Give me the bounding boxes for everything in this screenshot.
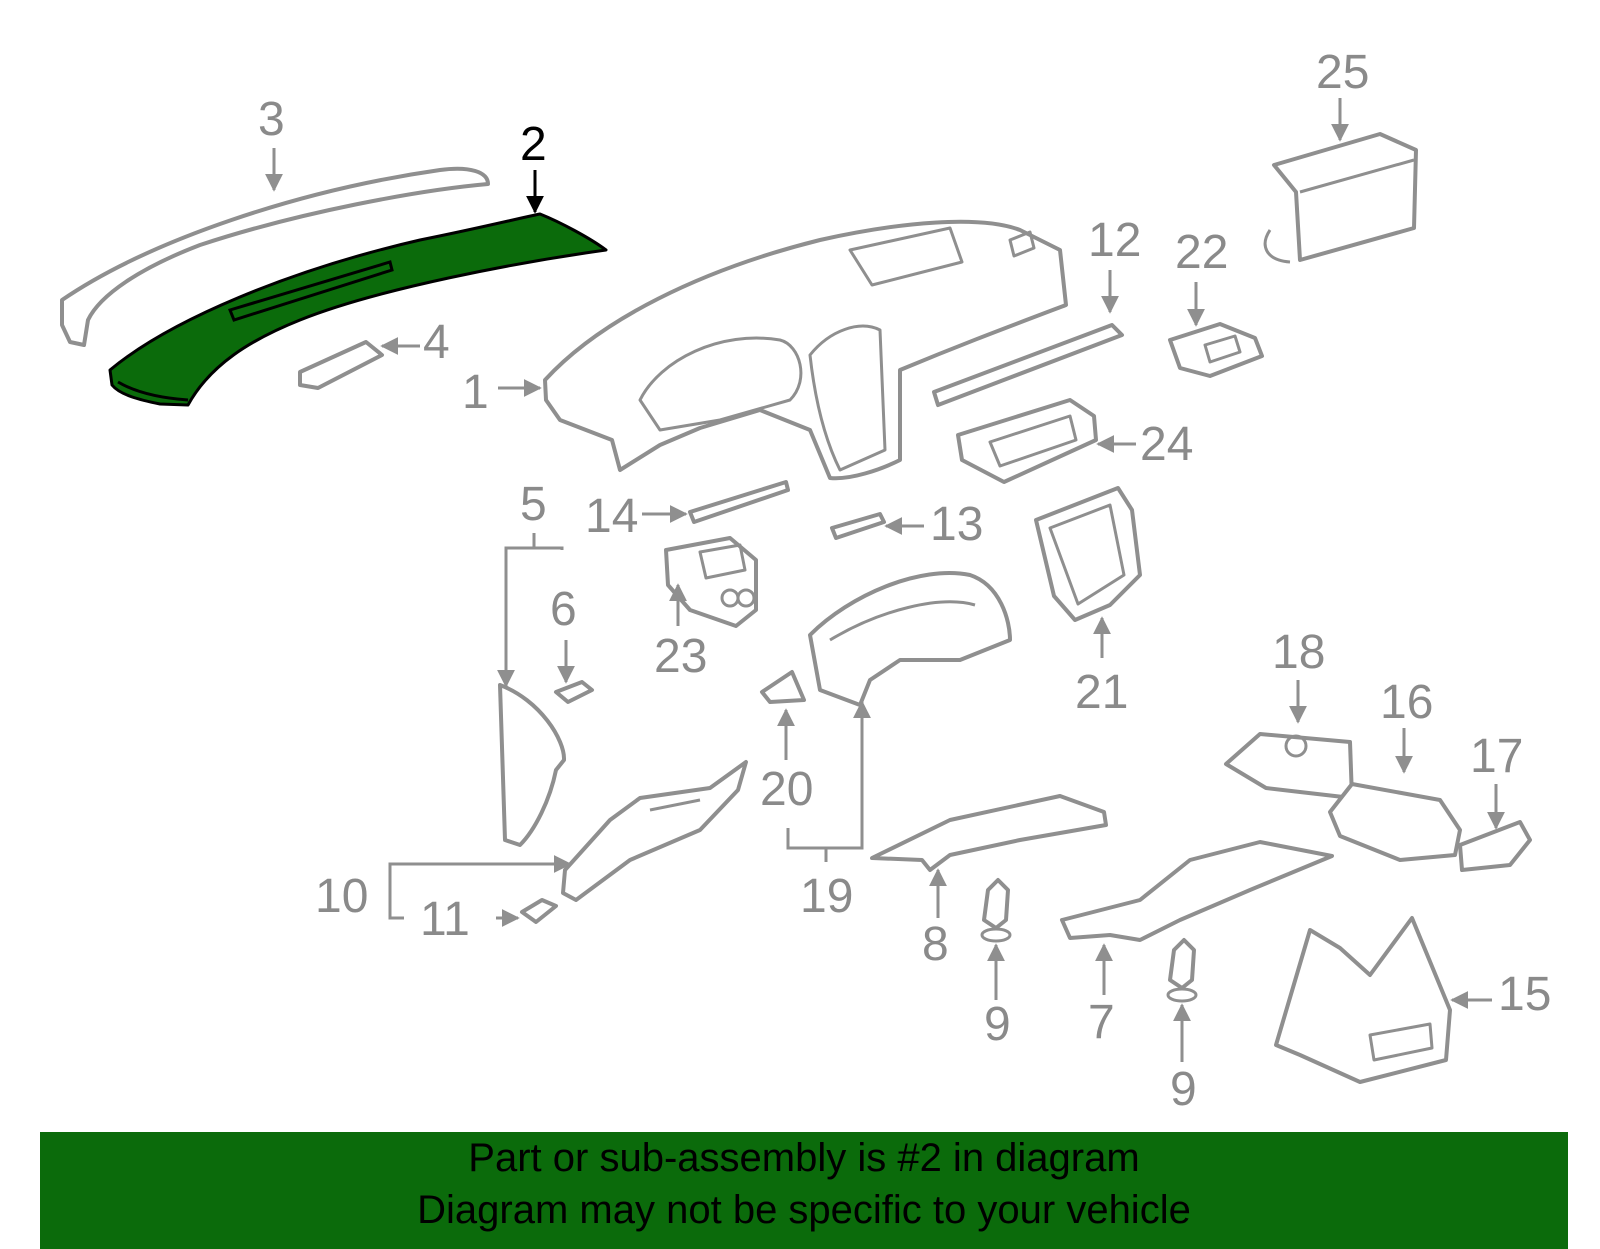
callout-24: 24 xyxy=(1140,418,1193,471)
part-2-dash-pad[interactable] xyxy=(108,212,608,407)
callout-9-b: 9 xyxy=(1170,1063,1197,1116)
callout-23: 23 xyxy=(654,630,707,683)
part-6-clip xyxy=(554,680,594,704)
parts-diagram: 1 2 3 4 5 6 7 8 9 9 10 11 12 13 14 15 16… xyxy=(60,46,1551,1116)
part-16-module xyxy=(1328,782,1462,862)
part-11-latch xyxy=(520,898,558,924)
banner-line-2: Diagram may not be specific to your vehi… xyxy=(417,1188,1191,1232)
callout-15: 15 xyxy=(1498,968,1551,1021)
part-22-air-vent xyxy=(1168,322,1264,378)
part-20-bracket xyxy=(760,670,806,704)
callout-1: 1 xyxy=(462,366,489,419)
notice-banner: Part or sub-assembly is #2 in diagram Di… xyxy=(40,1132,1568,1249)
callout-2: 2 xyxy=(520,118,547,171)
callout-7: 7 xyxy=(1088,996,1115,1049)
part-19-cluster-hood xyxy=(808,571,1012,707)
part-17-cover xyxy=(1458,820,1532,872)
part-24-display-bezel xyxy=(956,398,1098,484)
part-3-trim-strip xyxy=(60,166,490,347)
callout-18: 18 xyxy=(1272,626,1325,679)
callout-21: 21 xyxy=(1075,666,1128,719)
callout-10: 10 xyxy=(315,870,368,923)
callout-20: 20 xyxy=(760,763,813,816)
part-5-side-cover xyxy=(498,683,567,847)
part-9-fastener-a xyxy=(980,878,1012,943)
part-1-instrument-panel xyxy=(543,219,1068,481)
callout-12: 12 xyxy=(1088,214,1141,267)
part-4-defroster-grille xyxy=(298,340,384,390)
callout-11: 11 xyxy=(420,893,470,946)
part-7-support-bracket xyxy=(1060,840,1334,942)
part-21-center-bezel xyxy=(1034,486,1142,622)
part-8-support-bracket xyxy=(870,794,1108,872)
part-12-trim-strip xyxy=(932,323,1124,407)
part-9-fastener-b xyxy=(1166,938,1198,1003)
part-25-radio-module xyxy=(1263,132,1418,264)
callout-25: 25 xyxy=(1316,46,1369,99)
part-10-glove-box xyxy=(561,760,748,902)
callout-5: 5 xyxy=(520,478,547,531)
callout-22: 22 xyxy=(1175,226,1228,279)
leader-lines xyxy=(265,98,1505,1062)
part-13-trim-strip xyxy=(830,512,886,540)
callout-4: 4 xyxy=(423,316,450,369)
callout-8: 8 xyxy=(922,918,949,971)
callout-19: 19 xyxy=(800,870,853,923)
callout-17: 17 xyxy=(1470,730,1523,783)
banner-line-1: Part or sub-assembly is #2 in diagram xyxy=(468,1136,1140,1180)
callout-9-a: 9 xyxy=(984,998,1011,1051)
callout-6: 6 xyxy=(550,583,577,636)
callout-16: 16 xyxy=(1380,676,1433,729)
part-18-bracket xyxy=(1224,732,1354,800)
part-15-console-trim xyxy=(1274,916,1452,1084)
callout-13: 13 xyxy=(930,498,983,551)
part-14-trim-strip xyxy=(688,480,790,524)
callout-14: 14 xyxy=(585,490,638,543)
callout-3: 3 xyxy=(258,93,285,146)
